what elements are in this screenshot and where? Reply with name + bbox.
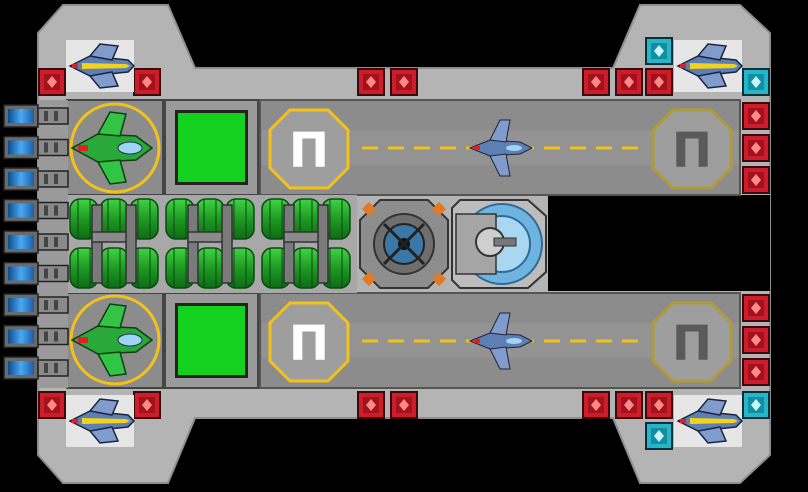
green-screen-top[interactable] [164, 99, 259, 196]
svg-text:П: П [672, 123, 712, 179]
green-screen-bottom[interactable] [164, 292, 259, 389]
red-turret-icon[interactable] [742, 326, 770, 354]
reactor-core[interactable] [359, 199, 449, 289]
green-fighter-bay-bottom[interactable] [66, 292, 164, 389]
red-turret-icon[interactable] [38, 391, 66, 419]
red-turret-icon[interactable] [615, 68, 643, 96]
fuel-pipe [187, 204, 233, 284]
landing-pad-bottom-left[interactable]: П [268, 301, 350, 383]
yellow-fighter-top-right[interactable] [674, 40, 744, 92]
red-turret-icon[interactable] [645, 391, 673, 419]
red-turret-icon[interactable] [742, 134, 770, 162]
fuel-tank-icon [321, 198, 351, 240]
blue-fighter-top[interactable] [468, 119, 534, 177]
green-fighter-top[interactable] [70, 111, 154, 185]
thruster-icon [3, 135, 69, 160]
fuel-tank-icon [225, 247, 255, 289]
red-turret-icon[interactable] [742, 166, 770, 194]
red-turret-icon[interactable] [38, 68, 66, 96]
red-turret-icon[interactable] [357, 391, 385, 419]
cyan-turret-icon[interactable] [645, 422, 673, 450]
svg-text:П: П [289, 316, 329, 372]
thruster-icon [3, 198, 69, 223]
cyan-turret-icon[interactable] [742, 391, 770, 419]
red-turret-icon[interactable] [615, 391, 643, 419]
svg-text:П: П [672, 316, 712, 372]
red-turret-icon[interactable] [357, 68, 385, 96]
red-turret-icon[interactable] [390, 391, 418, 419]
cyan-turret-icon[interactable] [645, 37, 673, 65]
fuel-tank-icon [291, 247, 321, 289]
landing-pad-top-right[interactable]: П [651, 108, 733, 190]
fuel-tank-icon [99, 247, 129, 289]
green-fighter-bottom[interactable] [70, 303, 154, 377]
thruster-icon [3, 293, 69, 317]
fuel-pipe [91, 204, 137, 284]
fuel-tank-icon [261, 198, 291, 240]
landing-pad-bottom-right[interactable]: П [651, 301, 733, 383]
red-turret-icon[interactable] [645, 68, 673, 96]
blue-fighter-bottom[interactable] [468, 312, 534, 370]
fuel-pipe [283, 204, 329, 284]
thruster-icon [3, 167, 69, 191]
red-turret-icon[interactable] [133, 68, 161, 96]
thruster-icon [3, 230, 69, 254]
thruster-icon [3, 356, 69, 380]
shield-generator[interactable] [451, 199, 547, 289]
svg-text:П: П [289, 123, 329, 179]
red-turret-icon[interactable] [582, 391, 610, 419]
red-turret-icon[interactable] [742, 102, 770, 130]
fuel-tank-icon [69, 198, 99, 240]
red-turret-icon[interactable] [133, 391, 161, 419]
thruster-icon [3, 324, 69, 349]
thruster-icon [3, 261, 69, 286]
green-fighter-bay-top[interactable] [66, 99, 164, 196]
red-turret-icon[interactable] [742, 294, 770, 322]
red-turret-icon[interactable] [742, 358, 770, 386]
yellow-fighter-bottom-right[interactable] [674, 395, 744, 447]
yellow-fighter-bottom-left[interactable] [66, 395, 136, 447]
red-turret-icon[interactable] [390, 68, 418, 96]
fuel-tank-icon [321, 247, 351, 289]
fuel-tank-icon [195, 247, 225, 289]
thruster-icon [3, 104, 69, 128]
cyan-turret-icon[interactable] [742, 68, 770, 96]
landing-pad-top-left[interactable]: П [268, 108, 350, 190]
yellow-fighter-top-left[interactable] [66, 40, 136, 92]
red-turret-icon[interactable] [582, 68, 610, 96]
